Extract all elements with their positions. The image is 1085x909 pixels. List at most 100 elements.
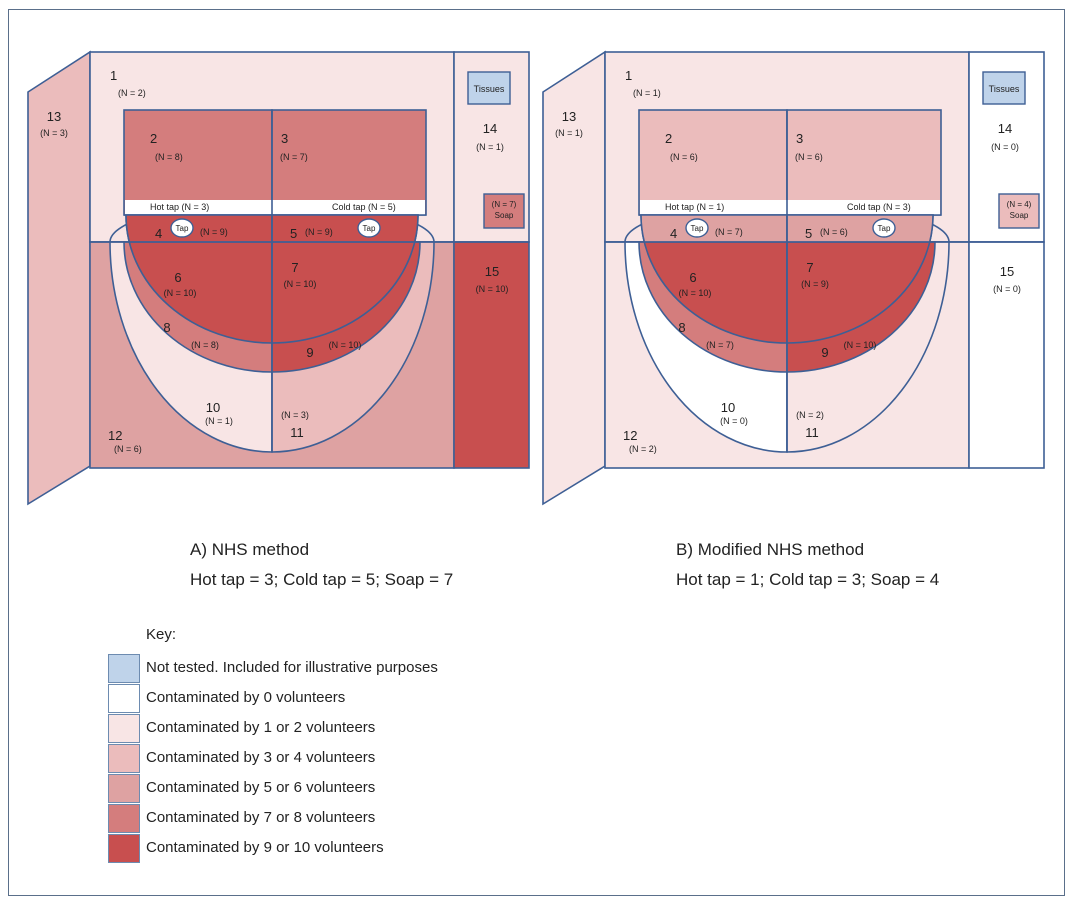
hot-tap-icon <box>685 218 709 238</box>
zone-1-number: 1 <box>625 68 632 83</box>
zone-5-number: 5 <box>290 226 297 241</box>
figure-frame <box>8 9 1065 896</box>
zone-4-number: 4 <box>670 226 677 241</box>
legend-item: Contaminated by 5 or 6 volunteers <box>108 774 528 804</box>
legend-swatch <box>108 654 140 683</box>
zone-2 <box>638 109 788 216</box>
soap-label: Soap <box>1010 211 1029 220</box>
soap-dispenser <box>483 193 525 229</box>
legend-label: Contaminated by 9 or 10 volunteers <box>146 839 384 856</box>
soap-count: (N = 7) <box>492 200 517 209</box>
zone-4 <box>125 214 273 243</box>
legend-item: Contaminated by 3 or 4 volunteers <box>108 744 528 774</box>
zone-3-number: 3 <box>796 131 803 146</box>
zone-1-count: (N = 1) <box>633 88 661 98</box>
cold-tap-count: Cold tap (N = 3) <box>847 202 911 212</box>
zone-9-number: 9 <box>306 345 313 360</box>
zone-6-count: (N = 10) <box>679 288 712 298</box>
zone-1-count: (N = 2) <box>118 88 146 98</box>
zone-2-number: 2 <box>665 131 672 146</box>
zone-3-count: (N = 6) <box>795 152 823 162</box>
zone-8-count: (N = 7) <box>706 340 734 350</box>
zone-2-count: (N = 6) <box>670 152 698 162</box>
zone-14-number: 14 <box>998 121 1012 136</box>
legend-label: Contaminated by 5 or 6 volunteers <box>146 779 376 796</box>
zone-7-count: (N = 10) <box>284 279 317 289</box>
legend-label: Contaminated by 3 or 4 volunteers <box>146 749 376 766</box>
zone-6 <box>125 214 273 344</box>
zone-4-count: (N = 7) <box>715 227 743 237</box>
zone-10-count: (N = 1) <box>205 416 233 426</box>
zone-12-number: 12 <box>108 428 122 443</box>
panel-b-summary: Hot tap = 1; Cold tap = 3; Soap = 4 <box>676 570 940 589</box>
zone-4-number: 4 <box>155 226 162 241</box>
zone-2-count: (N = 8) <box>155 152 183 162</box>
hot-tap-count: Hot tap (N = 3) <box>150 202 209 212</box>
legend-item: Not tested. Included for illustrative pu… <box>108 654 528 684</box>
zone-5-number: 5 <box>805 226 812 241</box>
zone-9-count: (N = 10) <box>844 340 877 350</box>
zone-11-number: 11 <box>805 425 819 440</box>
zone-10-number: 10 <box>721 400 735 415</box>
zone-1-number: 1 <box>110 68 117 83</box>
zone-6-count: (N = 10) <box>164 288 197 298</box>
tissues-label: Tissues <box>474 84 505 94</box>
zone-9-number: 9 <box>821 345 828 360</box>
legend-swatch <box>108 774 140 803</box>
zone-15 <box>453 241 530 469</box>
cold-tap-label: Tap <box>878 224 891 233</box>
zone-6-number: 6 <box>689 270 696 285</box>
tissues-box <box>467 71 511 105</box>
cold-tap-label: Tap <box>363 224 376 233</box>
legend-label: Contaminated by 0 volunteers <box>146 689 346 706</box>
zone-9-count: (N = 10) <box>329 340 362 350</box>
legend-swatch <box>108 744 140 773</box>
cold-tap-count: Cold tap (N = 5) <box>332 202 396 212</box>
zone-10-count: (N = 0) <box>720 416 748 426</box>
zone-10-number: 10 <box>206 400 220 415</box>
zone-15-number: 15 <box>1000 264 1014 279</box>
zone-7-count: (N = 9) <box>801 279 829 289</box>
zone-13-count: (N = 3) <box>40 128 68 138</box>
zone-11-number: 11 <box>290 425 304 440</box>
zone-14-count: (N = 1) <box>476 142 504 152</box>
zone-7-number: 7 <box>806 260 813 275</box>
legend-label: Contaminated by 7 or 8 volunteers <box>146 809 376 826</box>
zone-3-count: (N = 7) <box>280 152 308 162</box>
zone-12-count: (N = 2) <box>629 444 657 454</box>
legend-item: Contaminated by 9 or 10 volunteers <box>108 834 528 864</box>
tap-band <box>640 200 940 215</box>
zone-15-count: (N = 0) <box>993 284 1021 294</box>
legend-item: Contaminated by 1 or 2 volunteers <box>108 714 528 744</box>
zone-3 <box>786 109 942 216</box>
zone-15-number: 15 <box>485 264 499 279</box>
zone-8-count: (N = 8) <box>191 340 219 350</box>
hot-tap-label: Tap <box>691 224 704 233</box>
zone-3-number: 3 <box>281 131 288 146</box>
zone-4-count: (N = 9) <box>200 227 228 237</box>
zone-14-number: 14 <box>483 121 497 136</box>
legend-item: Contaminated by 0 volunteers <box>108 684 528 714</box>
legend-swatch <box>108 714 140 743</box>
soap-dispenser <box>998 193 1040 229</box>
tap-band <box>125 200 425 215</box>
zone-13-number: 13 <box>562 109 576 124</box>
legend-swatch <box>108 684 140 713</box>
zone-2-number: 2 <box>150 131 157 146</box>
legend-swatch <box>108 834 140 863</box>
zone-14-count: (N = 0) <box>991 142 1019 152</box>
zone-5-count: (N = 9) <box>305 227 333 237</box>
zone-8-number: 8 <box>163 320 170 335</box>
zone-12-number: 12 <box>623 428 637 443</box>
legend-item: Contaminated by 7 or 8 volunteers <box>108 804 528 834</box>
legend-label: Not tested. Included for illustrative pu… <box>146 659 438 676</box>
zone-12-count: (N = 6) <box>114 444 142 454</box>
zone-13-count: (N = 1) <box>555 128 583 138</box>
legend-label: Contaminated by 1 or 2 volunteers <box>146 719 376 736</box>
hot-tap-label: Tap <box>176 224 189 233</box>
zone-15-count: (N = 10) <box>476 284 509 294</box>
panel-a-title: A) NHS method <box>190 540 310 559</box>
zone-11-count: (N = 2) <box>796 410 824 420</box>
